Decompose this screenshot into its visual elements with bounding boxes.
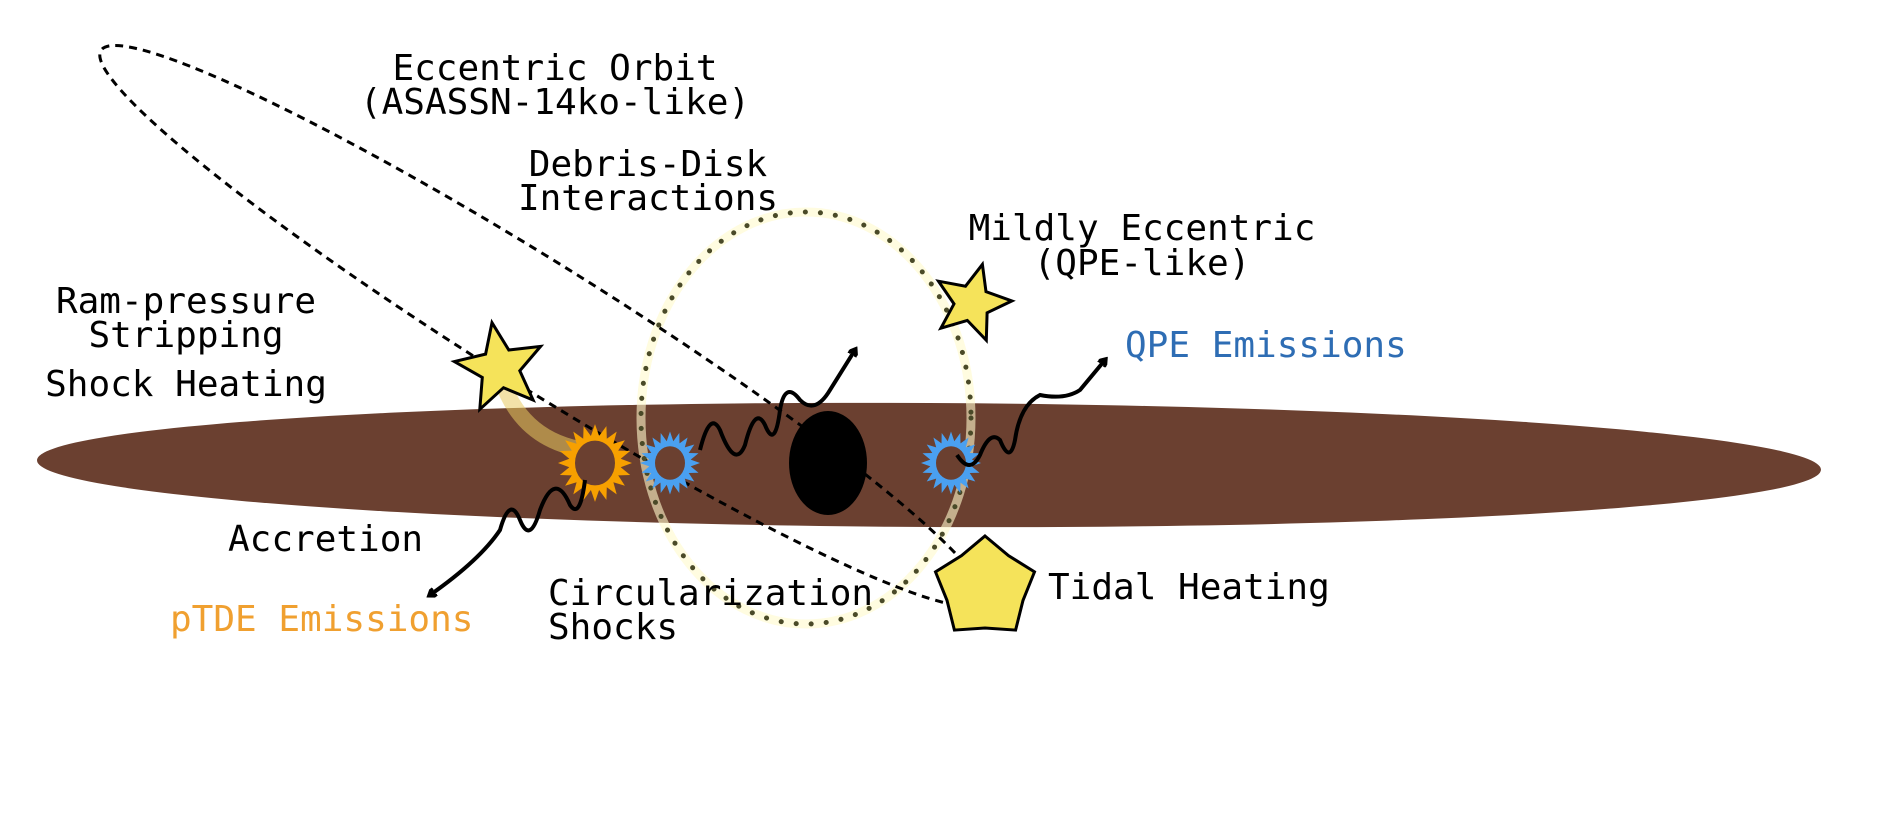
label-tidal-heating: Tidal Heating [1048, 567, 1330, 608]
label-accretion: Accretion [228, 519, 423, 560]
qpe-flare-icon-inner-center [655, 446, 685, 480]
qpe-star [935, 260, 1016, 344]
label-shocks: Shocks [548, 607, 678, 648]
label-eccentric-orbit: Eccentric Orbit [392, 48, 717, 89]
label-qpe-emissions: QPE Emissions [1125, 325, 1407, 366]
black-hole [789, 411, 867, 515]
stripping-star [450, 318, 545, 413]
label-ptde-emissions: pTDE Emissions [170, 599, 473, 640]
label-debris-disk: Debris-Disk [529, 144, 768, 185]
label-mildly-eccentric-sub: (QPE-like) [1034, 243, 1251, 284]
label-shock-heating: Shock Heating [45, 364, 327, 405]
label-mildly-eccentric: Mildly Eccentric [969, 208, 1316, 249]
label-stripping: Stripping [88, 315, 283, 356]
label-ram-pressure: Ram-pressure [56, 281, 316, 322]
ptde-emission-arrow [430, 479, 587, 595]
mildly-eccentric-orbit [636, 207, 976, 629]
tidal-heating-star [933, 534, 1037, 632]
label-debris-disk-sub: Interactions [518, 178, 778, 219]
qpe-emission-arrow-inner [698, 350, 855, 457]
qpe-emission-arrow-outer [955, 360, 1105, 467]
label-eccentric-orbit-sub: (ASASSN-14ko-like) [360, 82, 750, 123]
ptde-flare-icon-center [575, 440, 615, 486]
label-circularization: Circularization [548, 573, 873, 614]
